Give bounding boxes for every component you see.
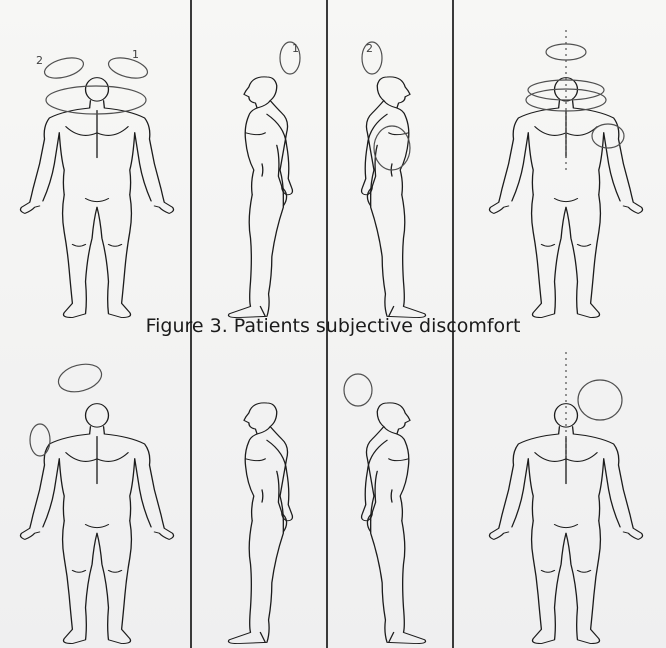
back-view-bottom — [489, 404, 642, 644]
side-view-bottom-left — [362, 403, 426, 644]
side-view-top-right — [228, 77, 292, 318]
mark-side-2: 2 — [366, 42, 373, 55]
side-view-top-left — [362, 77, 426, 318]
side-view-bottom-right — [228, 403, 292, 644]
handwritten-marks: 2 1 1 2 — [36, 42, 373, 67]
mark-side-1: 1 — [292, 42, 299, 55]
mark-1: 1 — [132, 48, 139, 61]
mark-2: 2 — [36, 54, 43, 67]
figure-caption: Figure 3. Patients subjective discomfort — [0, 315, 666, 337]
back-view-top — [489, 78, 642, 318]
front-view-bottom — [20, 404, 173, 644]
